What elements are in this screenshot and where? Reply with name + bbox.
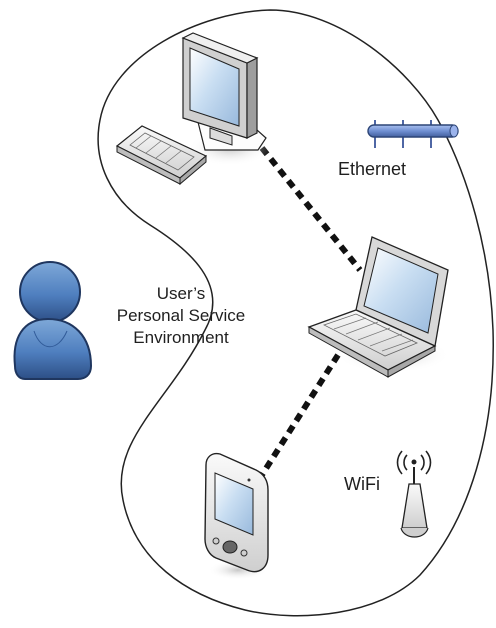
ethernet-label: Ethernet	[338, 159, 407, 179]
user-icon	[13, 261, 93, 380]
wifi-access-point-icon	[396, 450, 432, 538]
pda-icon	[204, 452, 269, 580]
user-environment-label: User’s Personal Service Environment	[96, 283, 266, 349]
wifi-label: WiFi	[344, 474, 380, 494]
environment-boundary	[97, 9, 494, 617]
user-label-line-3: Environment	[133, 328, 229, 347]
desktop-computer-icon	[181, 32, 272, 166]
connection-desktop-laptop	[259, 146, 363, 272]
laptop-icon	[307, 236, 450, 378]
keyboard-icon	[115, 125, 208, 186]
connection-laptop-pda	[257, 353, 341, 480]
user-label-line-1: User’s	[156, 284, 206, 303]
user-label-line-2: Personal Service	[116, 306, 246, 325]
ethernet-icon	[367, 120, 459, 148]
